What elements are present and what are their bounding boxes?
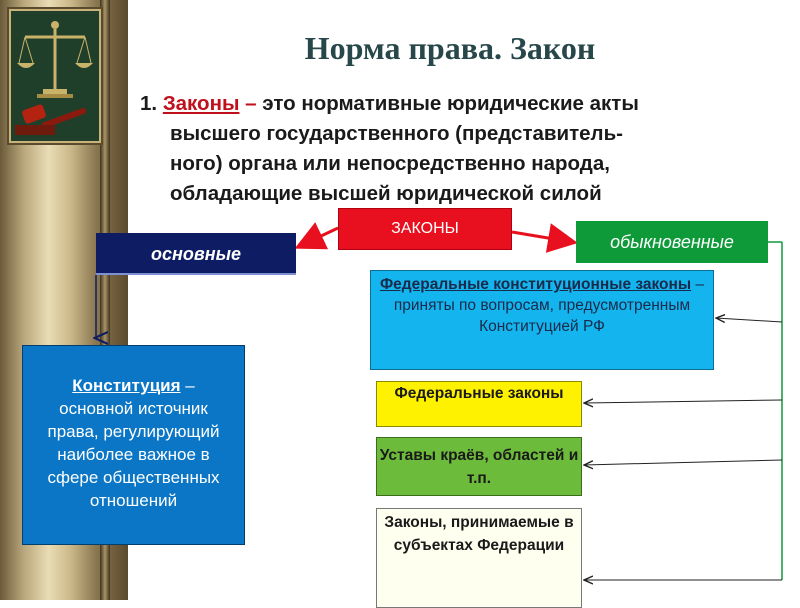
basic-laws-box: основные xyxy=(96,233,296,275)
gavel-icon xyxy=(15,104,87,135)
arrow-to-ordinary xyxy=(511,223,578,253)
constitution-term: Конституция xyxy=(72,376,181,395)
arrow-to-federal-laws xyxy=(584,400,783,403)
definition-number: 1. xyxy=(140,92,158,115)
definition-line-4: обладающие высшей юридической силой xyxy=(170,182,602,205)
definition-term: Законы xyxy=(162,92,240,115)
definition-first-line: 1. Законы – это нормативные юридические … xyxy=(140,89,780,119)
definition-line-1: это нормативные юридические акты xyxy=(262,92,639,115)
definition-line-2: высшего государственного (представитель- xyxy=(170,122,623,145)
ordinary-laws-box: обыкновенные xyxy=(576,221,768,263)
federal-laws-box: Федеральные законы xyxy=(376,381,582,427)
definition-line-3: ного) органа или непосредственно народа, xyxy=(170,152,610,175)
page-title: Норма права. Закон xyxy=(304,30,596,66)
federal-constitutional-laws-box: Федеральные конституционные законы – при… xyxy=(370,270,714,370)
definition-dash: – xyxy=(245,92,257,115)
arrow-to-charters xyxy=(584,459,783,465)
fkz-term: Федеральные конституционные законы xyxy=(379,276,692,293)
law-definition: 1. Законы – это нормативные юридические … xyxy=(140,89,780,209)
arrow-to-basic xyxy=(294,222,339,250)
constitution-text: – основной источник права, регулирующий … xyxy=(47,376,220,510)
arrow-to-fkz xyxy=(716,318,783,322)
justice-logo xyxy=(9,9,101,143)
scales-of-justice-icon xyxy=(11,11,99,141)
constitution-box: Конституция – основной источник права, р… xyxy=(22,345,245,545)
regional-charters-box: Уставы краёв, областей и т.п. xyxy=(376,437,582,496)
laws-root-box: ЗАКОНЫ xyxy=(338,208,512,250)
fkz-text: – приняты по вопросам, предусмотренным К… xyxy=(393,276,705,335)
subject-laws-box: Законы, принимаемые в субъектах Федераци… xyxy=(376,508,582,608)
